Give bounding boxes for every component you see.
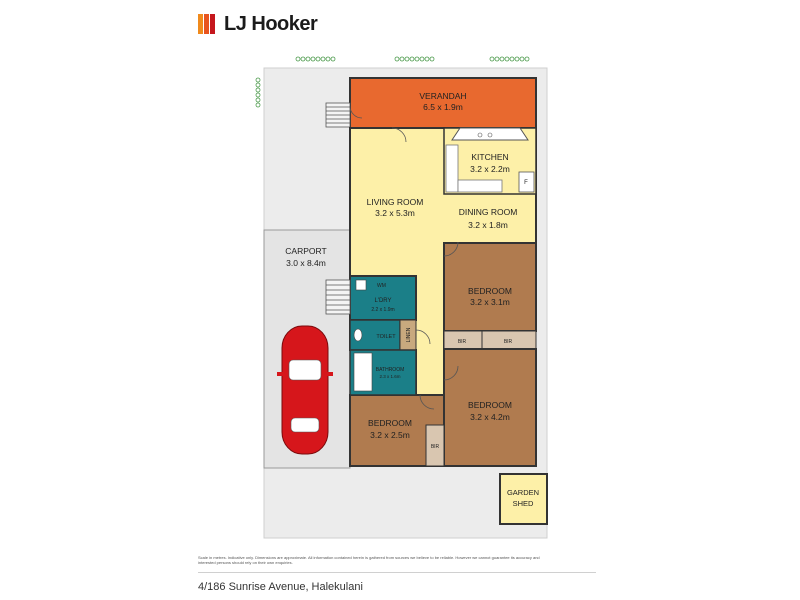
- kitchen-name: KITCHEN: [471, 152, 508, 162]
- shed-name-line2: SHED: [513, 499, 534, 508]
- sink-icon: [477, 132, 483, 138]
- brand-name: LJ Hooker: [224, 12, 318, 35]
- wm-label: WM: [377, 283, 386, 289]
- fridge-space: [518, 171, 535, 193]
- washing-machine-icon: [355, 279, 367, 291]
- car-icon: [277, 325, 333, 455]
- bedroom1-name: BEDROOM: [468, 286, 512, 296]
- bathroom-size: 2.3 x 1.6m: [379, 374, 400, 379]
- bedroom-2: [443, 348, 537, 467]
- dining-size: 3.2 x 1.8m: [468, 220, 508, 230]
- verandah-steps: [325, 102, 351, 128]
- logo-mark-icon: [198, 14, 218, 34]
- bedroom3-name: BEDROOM: [368, 418, 412, 428]
- toilet-label: TOILET: [376, 334, 396, 340]
- disclaimer-text: Scale in metres. Indicative only. Dimens…: [198, 555, 540, 565]
- bir3-label: BIR: [431, 444, 440, 450]
- bedroom3-size: 3.2 x 2.5m: [370, 430, 410, 440]
- shed-name-line1: GARDEN: [507, 488, 539, 497]
- bathroom-name: BATHROOM: [376, 367, 405, 373]
- bedroom1-size: 3.2 x 3.1m: [470, 297, 510, 307]
- shrubs-icon: [255, 56, 530, 108]
- fridge-label: F: [524, 180, 528, 186]
- kitchen-size: 3.2 x 2.2m: [470, 164, 510, 174]
- laundry-size: 2.2 x 1.9m: [371, 307, 394, 313]
- carport-steps: [325, 279, 351, 315]
- brand-logo: LJ Hooker: [198, 12, 318, 36]
- living-name: LIVING ROOM: [367, 197, 424, 207]
- living-size: 3.2 x 5.3m: [375, 208, 415, 218]
- carport-size: 3.0 x 8.4m: [286, 258, 326, 268]
- carport-name: CARPORT: [285, 246, 326, 256]
- property-address: 4/186 Sunrise Avenue, Halekulani: [198, 581, 363, 593]
- sink-icon: [487, 132, 493, 138]
- toilet-icon: [353, 328, 363, 342]
- bedroom2-size: 3.2 x 4.2m: [470, 412, 510, 422]
- bathtub-icon: [353, 352, 373, 392]
- bir1b-label: BIR: [504, 339, 513, 345]
- garden-shed: [499, 473, 548, 525]
- door-swings: [349, 105, 459, 410]
- address-divider: [198, 572, 596, 573]
- bir1a-label: BIR: [458, 339, 467, 345]
- linen-label: LINEN: [406, 327, 412, 342]
- kitchen-bench: [445, 144, 459, 193]
- kitchen-counter: [457, 179, 503, 193]
- laundry-name: L'DRY: [374, 298, 391, 304]
- bay-window: [451, 127, 529, 141]
- built-in-robes-3: [425, 424, 445, 467]
- bedroom2-name: BEDROOM: [468, 400, 512, 410]
- dining-name: DINING ROOM: [459, 207, 518, 217]
- verandah-size: 6.5 x 1.9m: [423, 102, 463, 112]
- verandah-name: VERANDAH: [419, 91, 466, 101]
